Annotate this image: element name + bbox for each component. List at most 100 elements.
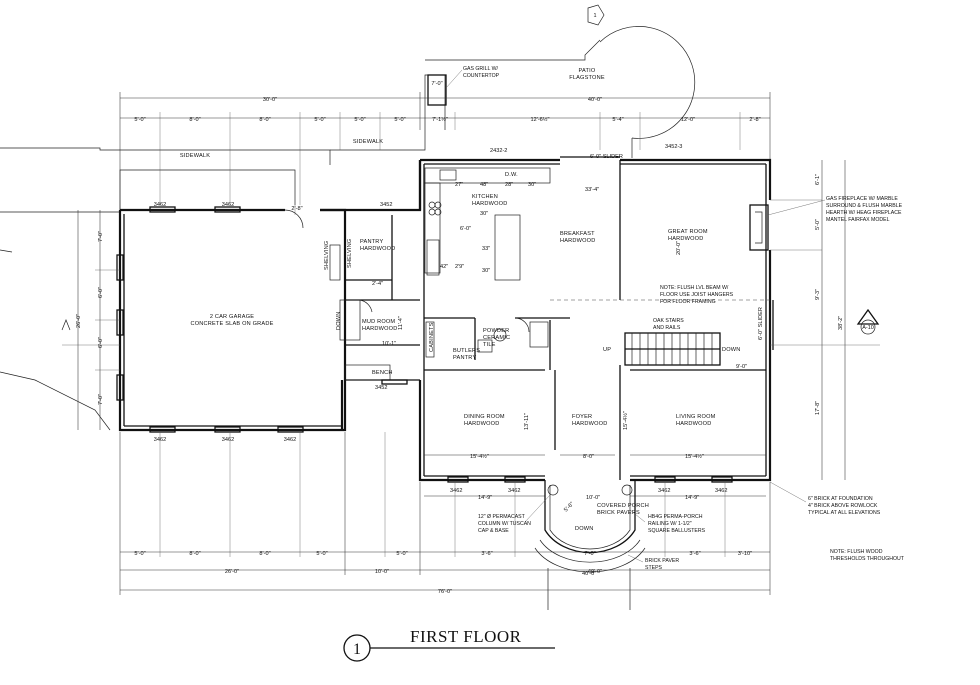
- dim-k: 42": [440, 264, 448, 270]
- top-dimensions: [119, 92, 771, 210]
- window-code: 3452: [380, 202, 392, 208]
- dim-bottom-mid: 40'-0": [588, 569, 602, 575]
- dim-foyer-13: 13'-11": [524, 413, 530, 430]
- room-label-butlers: BUTLERS: [453, 348, 480, 354]
- window-code: 3462: [222, 202, 234, 208]
- room-label-garage-sub: CONCRETE SLAB ON GRADE: [190, 321, 273, 327]
- house-walls: [418, 156, 774, 482]
- dim-porch-rad: 5'-6": [563, 501, 575, 513]
- note-railing-2: RAILING W/ 1-1/2": [648, 521, 692, 527]
- dim-foyer: 8'-0": [583, 454, 594, 460]
- note-column: 12" Ø PERMACAST: [478, 514, 526, 520]
- note-brick-3: TYPICAL AT ALL ELEVATIONS: [808, 510, 881, 516]
- dim-right: 17'-8": [815, 401, 821, 415]
- patio-label-sub: FLAGSTONE: [569, 75, 605, 81]
- dim-top-overall-right: 40'-0": [588, 97, 602, 103]
- dim-living-14: 14'-9": [685, 495, 699, 501]
- room-label-great: GREAT ROOM: [668, 229, 708, 235]
- window-code: 3462: [450, 488, 462, 494]
- dim-k: 48": [480, 182, 488, 188]
- stairs-up: UP: [603, 347, 611, 353]
- powder-room: [425, 317, 549, 358]
- window-code: 3462: [222, 437, 234, 443]
- dim-left: 6'-0": [98, 287, 104, 298]
- dim-top-seg: 5'-4": [612, 117, 623, 123]
- note-railing: HB4G PERMA-PORCH: [648, 514, 703, 520]
- room-label-mud-sub: HARDWOOD: [362, 326, 397, 332]
- window-code: 3462: [715, 488, 727, 494]
- bench-label: BENCH: [372, 370, 393, 376]
- note-brick-2: 4" BRICK ABOVE ROWLOCK: [808, 503, 878, 509]
- site-lines: [0, 39, 601, 431]
- left-dimensions: [61, 210, 120, 430]
- patio-label: PATIO: [579, 68, 596, 74]
- room-label-butlers-sub: PANTRY: [453, 355, 476, 361]
- grill-dim: 7'-0": [431, 81, 442, 87]
- note-brick: 6" BRICK AT FOUNDATION: [808, 496, 873, 502]
- note-column-2: COLUMN W/ TUSCAN: [478, 521, 531, 527]
- dim-top-seg: 2'-8": [749, 117, 760, 123]
- dim-k: 6'-0": [460, 226, 471, 232]
- room-label-dining: DINING ROOM: [464, 414, 505, 420]
- sidewalk-label-2: SIDEWALK: [353, 139, 383, 145]
- dim-left: 7'-0": [98, 231, 104, 242]
- right-dimensions: [770, 160, 880, 480]
- patio: 1: [587, 4, 696, 158]
- dim-left: 6'-0": [98, 337, 104, 348]
- dim-top-seg: 5'-0": [354, 117, 365, 123]
- dim-top-seg: 12'-6½": [531, 116, 550, 123]
- note-threshold-2: THRESHOLDS THROUGHOUT: [830, 556, 905, 562]
- bottom-dimensions: [119, 432, 771, 595]
- room-label-pantry: PANTRY: [360, 239, 383, 245]
- dim-dining: 15'-4½": [470, 453, 489, 460]
- service-walls: [320, 160, 422, 430]
- room-label-breakfast-sub: HARDWOOD: [560, 238, 595, 244]
- note-fireplace-3: HEARTH W/ HEAG FIREPLACE: [826, 210, 902, 216]
- room-label-breakfast: BREAKFAST: [560, 231, 595, 237]
- room-label-garage: 2 CAR GARAGE: [210, 314, 254, 320]
- dim-k: 33": [482, 246, 490, 252]
- note-gas-grill-2: COUNTERTOP: [463, 73, 500, 79]
- dim-top-seg: 5'-0": [314, 117, 325, 123]
- room-label-mud: MUD ROOM: [362, 319, 395, 325]
- dim-top-seg: 8'-0": [189, 117, 200, 123]
- note-beam: NOTE: FLUSH LVL BEAM W/: [660, 285, 729, 291]
- dim-door: 2'-4": [372, 281, 383, 287]
- shelving-label: SHELVING: [324, 241, 330, 270]
- room-label-pantry-sub: HARDWOOD: [360, 246, 395, 252]
- room-label-powder-sub: CERAMIC: [483, 335, 510, 341]
- dim-mudroom: 11'-4": [398, 316, 404, 330]
- dim-porch-40: 40'-0": [582, 571, 596, 577]
- dim-k: 30": [482, 268, 490, 274]
- note-beam-2: FLOOR USE JOIST HANGERS: [660, 292, 734, 298]
- fireplace: [749, 204, 769, 251]
- note-column-3: CAP & BASE: [478, 528, 509, 534]
- dim-bottom-overall: 76'-0": [438, 589, 452, 595]
- dim-bottom-seg: 5'-0": [396, 551, 407, 557]
- window-code-gr: 3452-3: [665, 144, 682, 150]
- sidewalk-label: SIDEWALK: [180, 153, 210, 159]
- room-label-living-sub: HARDWOOD: [676, 421, 711, 427]
- dim-right: 6'-1": [815, 174, 821, 185]
- dim-right-overall: 38'-2": [838, 316, 844, 330]
- dw-label: D.W.: [505, 172, 518, 178]
- dim-top-seg: 8'-0": [259, 117, 270, 123]
- dim-bottom-mid: 10'-0": [375, 569, 389, 575]
- kitchen-fixtures: [424, 167, 551, 281]
- room-label-porch: COVERED PORCH: [597, 503, 649, 509]
- note-fireplace: GAS FIREPLACE W/ MARBLE: [826, 196, 898, 202]
- dim-bottom-seg: 3'-6": [689, 551, 700, 557]
- door-dim: 2'-8": [291, 206, 302, 212]
- slider-side: 6'-0" SLIDER: [758, 307, 764, 340]
- dim-bottom-seg: 3'-6": [481, 551, 492, 557]
- dim-left-overall: 26'-0": [76, 314, 82, 328]
- dim-breakfast: 33'-4": [585, 187, 599, 193]
- dim-living: 15'-4½": [685, 453, 704, 460]
- dim-stair: 9'-0": [736, 364, 747, 370]
- note-threshold: NOTE: FLUSH WOOD: [830, 549, 883, 555]
- room-label-living: LIVING ROOM: [676, 414, 716, 420]
- room-label-porch-sub: BRICK PAVERS: [597, 510, 640, 516]
- dim-bottom-seg: 8'-0": [259, 551, 270, 557]
- dim-great: 20'-0": [676, 241, 682, 255]
- gas-grill: [427, 74, 447, 106]
